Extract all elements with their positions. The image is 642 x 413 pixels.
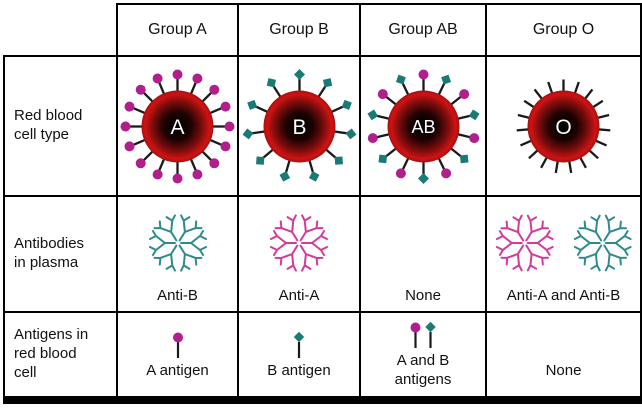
antibody-caption-group-ab: None (405, 287, 441, 305)
antibody-figure-anti-b (119, 202, 236, 284)
antigen-figure-none (488, 329, 639, 359)
row-label-red-blood-cell-type: Red blood cell type (3, 55, 118, 197)
svg-text:AB: AB (411, 117, 435, 137)
rbc-cell-group-a: A (116, 55, 239, 197)
blood-type-table: Group A Group B Group AB Group O Red blo… (3, 3, 642, 404)
blood-type-table-wrapper: Group A Group B Group AB Group O Red blo… (3, 3, 642, 404)
antibody-figure-none (362, 202, 484, 284)
antibody-cell-group-a: Anti-B (116, 195, 239, 313)
antigen-cell-group-o: None (485, 311, 642, 404)
antibody-cell-group-b: Anti-A (237, 195, 361, 313)
rbc-figure-group-a: A (119, 67, 236, 186)
rbc-cell-group-b: B (237, 55, 361, 197)
antigen-cell-group-a: A antigen (116, 311, 239, 404)
antibody-cell-group-o: Anti-A and Anti-B (485, 195, 642, 313)
antibody-cell-group-ab: None (359, 195, 487, 313)
svg-text:O: O (555, 116, 571, 139)
antigen-cell-group-ab: A and B antigens (359, 311, 487, 404)
antibody-figure-anti-a (240, 202, 358, 284)
column-header-group-ab: Group AB (359, 3, 487, 57)
corner-cell (4, 4, 118, 57)
antigen-figure-a-and-b (362, 319, 484, 349)
column-header-group-a: Group A (116, 3, 239, 57)
antigen-cell-group-b: B antigen (237, 311, 361, 404)
svg-text:B: B (292, 116, 306, 139)
antibody-caption-group-a: Anti-B (157, 287, 198, 305)
antigen-figure-a (119, 329, 236, 359)
column-header-group-o: Group O (485, 3, 642, 57)
svg-text:A: A (170, 116, 184, 139)
antigen-caption-group-b: B antigen (267, 361, 331, 379)
rbc-figure-group-ab: AB (362, 67, 484, 186)
antigen-caption-group-a: A antigen (146, 361, 209, 379)
antibody-caption-group-o: Anti-A and Anti-B (506, 287, 621, 305)
header-row: Group A Group B Group AB Group O (4, 3, 642, 57)
antigen-figure-b (240, 329, 358, 359)
antibody-caption-group-b: Anti-A (278, 287, 320, 305)
antigens-row: Antigens in red blood cell A antigen B a… (3, 311, 642, 404)
rbc-figure-group-o: O (488, 67, 639, 186)
rbc-figure-group-b: B (240, 67, 358, 186)
antibody-figure-anti-a-and-anti-b (488, 202, 639, 284)
column-header-group-b: Group B (237, 3, 361, 57)
antigen-caption-group-ab: A and B antigens (394, 352, 452, 388)
row-label-antigens-in-red-blood-cell: Antigens in red blood cell (3, 311, 118, 404)
antibodies-row: Antibodies in plasma Anti-B Anti-A None … (3, 195, 642, 313)
antigen-caption-group-o: None (545, 361, 582, 379)
rbc-cell-group-o: O (485, 55, 642, 197)
rbc-cell-group-ab: AB (359, 55, 487, 197)
row-label-antibodies-in-plasma: Antibodies in plasma (3, 195, 118, 313)
red-blood-cell-row: Red blood cell type A B AB (3, 55, 642, 197)
